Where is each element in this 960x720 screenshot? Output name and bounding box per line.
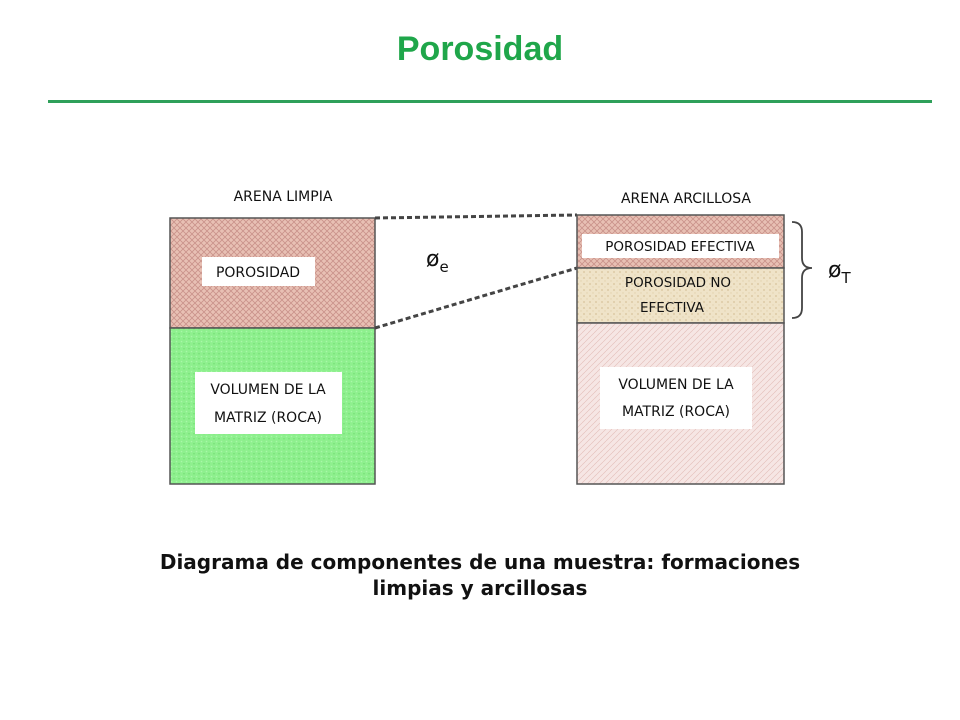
- right-non-effective-porosity-block: [576, 267, 785, 324]
- figure-caption: Diagrama de componentes de una muestra: …: [100, 549, 860, 601]
- left-matrix-label-box: [195, 372, 342, 434]
- page-title: Porosidad: [396, 30, 564, 68]
- phi-e-symbol: øe: [426, 247, 449, 276]
- phi-e-subscript: e: [439, 258, 448, 276]
- connector-bottom: [374, 266, 578, 330]
- caption-line-2: limpias y arcillosas: [372, 576, 588, 600]
- connector-top: [374, 213, 578, 220]
- right-effective-porosity-label: POROSIDAD EFECTIVA: [605, 239, 755, 255]
- phi-e-base: ø: [426, 247, 439, 272]
- left-column-header: ARENA LIMPIA: [234, 189, 333, 205]
- right-effective-label-box: [582, 234, 779, 258]
- total-porosity-brace: [791, 221, 813, 319]
- right-matrix-label-box: [600, 367, 752, 429]
- left-porosity-label: POROSIDAD: [216, 265, 300, 281]
- caption-line-1: Diagrama de componentes de una muestra: …: [159, 550, 801, 574]
- title-divider: [48, 100, 932, 103]
- right-non-effective-label-line2: EFECTIVA: [640, 300, 705, 316]
- phi-t-subscript: T: [840, 269, 851, 287]
- left-porosity-label-box: [202, 257, 315, 286]
- right-matrix-label-line2: MATRIZ (ROCA): [622, 404, 730, 420]
- right-matrix-label-line1: VOLUMEN DE LA: [618, 377, 734, 393]
- phi-t-symbol: øT: [828, 258, 851, 287]
- phi-t-base: ø: [828, 258, 841, 283]
- left-matrix-label-line1: VOLUMEN DE LA: [210, 382, 326, 398]
- left-matrix-label-line2: MATRIZ (ROCA): [214, 410, 322, 426]
- right-column-header: ARENA ARCILLOSA: [621, 191, 751, 207]
- right-non-effective-label-line1: POROSIDAD NO: [625, 275, 731, 291]
